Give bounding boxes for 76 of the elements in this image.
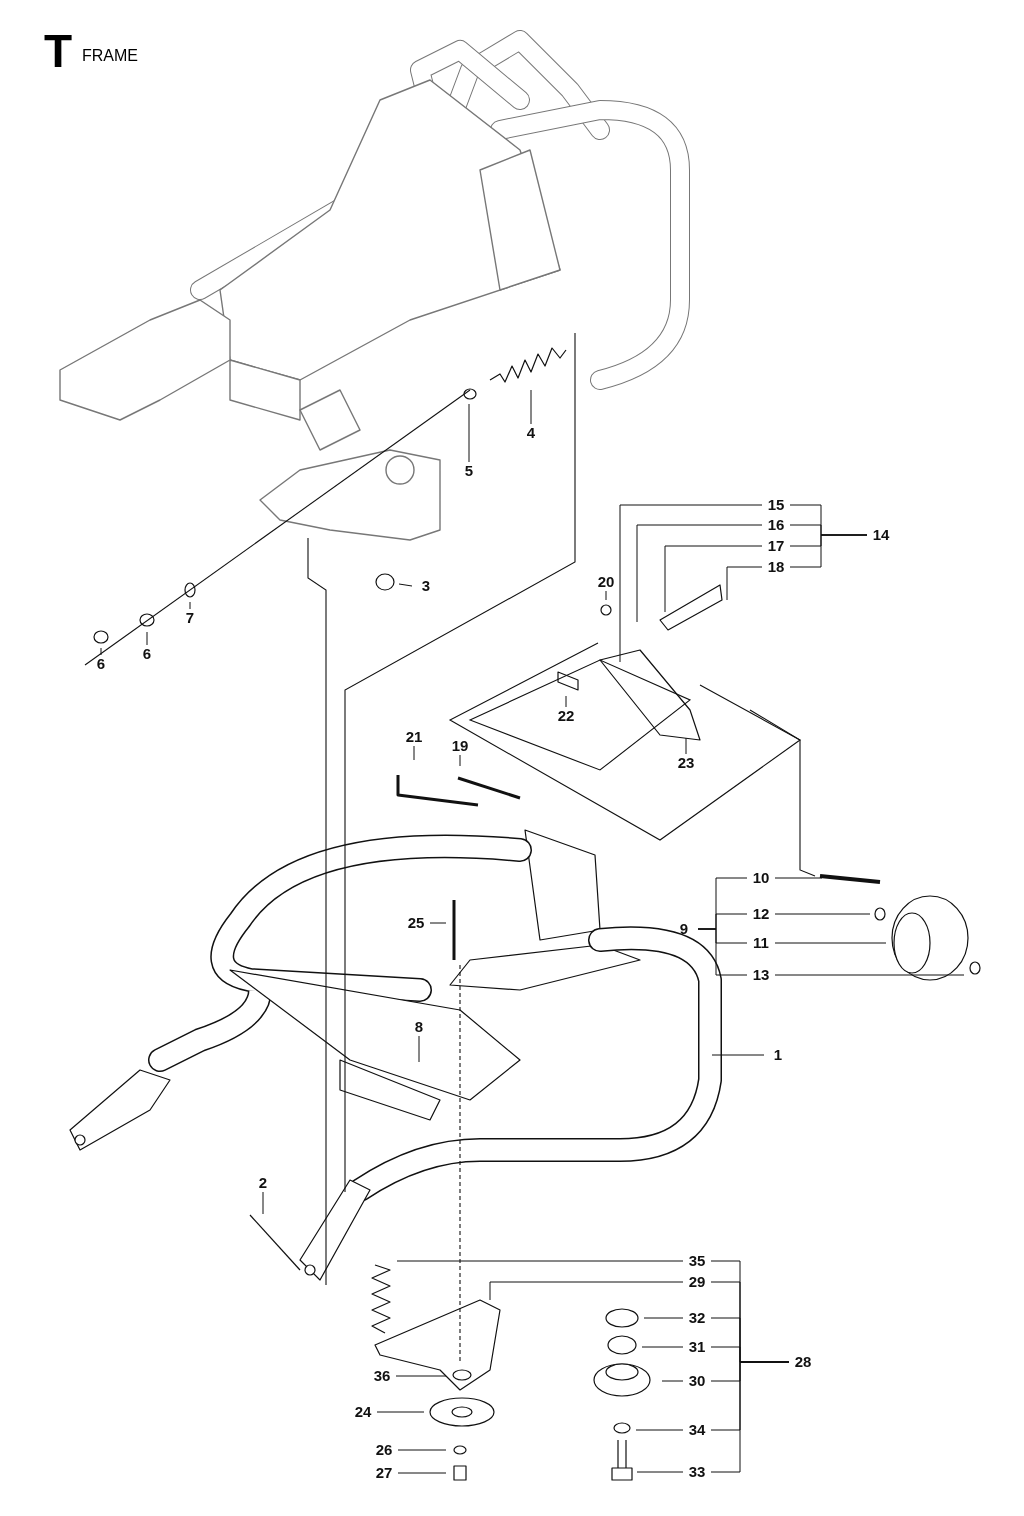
leader-line [396, 1260, 684, 1262]
callout-number: 30 [683, 1372, 711, 1390]
leader-line [641, 1346, 684, 1348]
leader-line [565, 695, 567, 708]
callout-number: 12 [747, 905, 775, 923]
leader-line [468, 403, 470, 463]
leader-line [397, 1449, 447, 1451]
callout-number: 9 [670, 920, 698, 938]
callout-number: 14 [867, 526, 895, 544]
leader-line [429, 922, 447, 924]
leader-line [636, 1471, 684, 1473]
callout-number: 24 [349, 1403, 377, 1421]
callout-number: 20 [592, 573, 620, 591]
callout-number: 8 [405, 1018, 433, 1036]
callout-number: 4 [517, 424, 545, 442]
callout-number: 27 [370, 1464, 398, 1482]
leader-line [189, 601, 191, 610]
callout-number: 34 [683, 1421, 711, 1439]
callout-number: 29 [683, 1273, 711, 1291]
callout-number: 22 [552, 707, 580, 725]
title: FRAME [82, 48, 138, 64]
leader-line [710, 1361, 790, 1473]
callout-number: 17 [762, 537, 790, 555]
leader-line [664, 545, 763, 613]
callout-number: 21 [400, 728, 428, 746]
leader-line [619, 504, 763, 663]
leader-line [376, 1411, 425, 1413]
leader-line [395, 1375, 447, 1377]
callout-number: 32 [683, 1309, 711, 1327]
callout-number: 19 [446, 737, 474, 755]
leader-line [774, 942, 887, 944]
leader-line [643, 1317, 684, 1319]
leader-line [774, 913, 871, 915]
callout-number: 5 [455, 462, 483, 480]
callout-number: 10 [747, 869, 775, 887]
callout-number: 33 [683, 1463, 711, 1481]
leader-line [398, 583, 413, 587]
callout-number: 18 [762, 558, 790, 576]
section-letter: T [44, 28, 73, 74]
callout-number: 31 [683, 1338, 711, 1356]
leader-line [146, 631, 148, 646]
leader-line [697, 928, 748, 976]
callout-number: 16 [762, 516, 790, 534]
leader-line [489, 1281, 684, 1301]
callout-number: 35 [683, 1252, 711, 1270]
leader-line [774, 974, 965, 976]
leader-line [262, 1191, 264, 1215]
leader-line [100, 647, 102, 656]
leader-line [530, 389, 532, 425]
leader-line [397, 1472, 447, 1474]
leader-line [789, 534, 868, 568]
leader-line [711, 1054, 765, 1056]
leader-line [459, 754, 461, 767]
leader-line [726, 566, 763, 601]
callout-number: 7 [176, 609, 204, 627]
leader-line [774, 877, 823, 879]
callout-number: 26 [370, 1441, 398, 1459]
leader-line [605, 590, 607, 601]
callout-number: 36 [368, 1367, 396, 1385]
leader-line [635, 1429, 684, 1431]
callout-number: 6 [133, 645, 161, 663]
callout-number: 6 [87, 655, 115, 673]
callout-number: 3 [412, 577, 440, 595]
leader-line [661, 1380, 684, 1382]
callout-number: 25 [402, 914, 430, 932]
callout-number: 28 [789, 1353, 817, 1371]
callout-number: 1 [764, 1046, 792, 1064]
callout-number: 23 [672, 754, 700, 772]
leader-line [413, 745, 415, 761]
callout-number: 15 [762, 496, 790, 514]
callout-number: 2 [249, 1174, 277, 1192]
leader-line [418, 1035, 420, 1063]
callout-number: 11 [747, 934, 775, 952]
leader-line [685, 737, 687, 755]
callout-number: 13 [747, 966, 775, 984]
leader-line [636, 524, 763, 623]
